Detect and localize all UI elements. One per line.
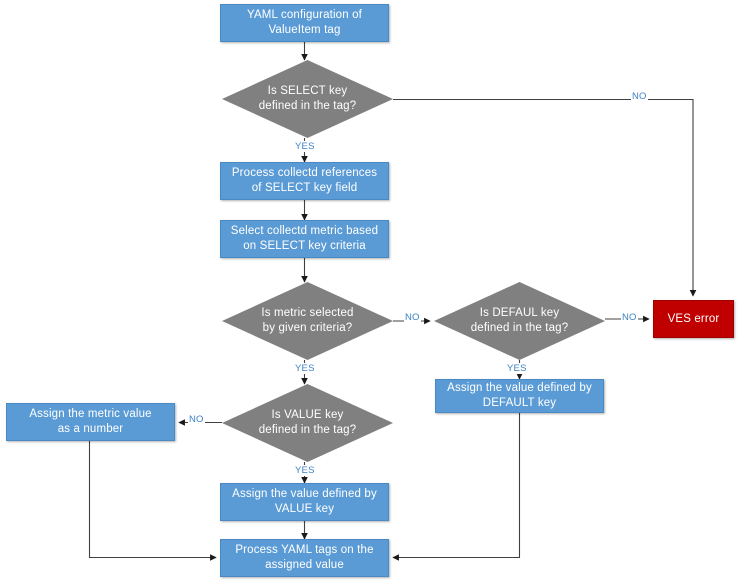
diamond-shape [222, 60, 393, 138]
node-is-select-key[interactable]: Is SELECT key defined in the tag? [222, 60, 393, 138]
node-is-metric-selected-label: Is metric selected by given criteria? [261, 307, 354, 334]
edge-label-select-yes: YES [294, 141, 316, 152]
node-start[interactable]: YAML configuration of ValueItem tag [220, 4, 389, 42]
edge-label-value-yes: YES [294, 465, 316, 476]
edge-is-select-no [393, 98, 697, 297]
edge-label-select-no: NO [631, 91, 648, 102]
node-assign-metric-value-as-number[interactable]: Assign the metric value as a number [6, 403, 175, 441]
node-ves-error-label: VES error [667, 312, 720, 325]
node-is-value-key-label: Is VALUE key defined in the tag? [258, 409, 357, 436]
edge-label-default-yes: YES [506, 363, 528, 374]
node-is-default-key[interactable]: Is DEFAUL key defined in the tag? [434, 282, 605, 360]
node-is-metric-selected[interactable]: Is metric selected by given criteria? [222, 282, 393, 360]
node-is-value-key[interactable]: Is VALUE key defined in the tag? [222, 384, 393, 462]
node-select-collectd-metric-label: Select collectd metric based on SELECT k… [230, 225, 379, 252]
edge-assign-default-to-process-yaml [392, 413, 521, 561]
diamond-shape [434, 282, 605, 360]
node-assign-value-key-label: Assign the value defined by VALUE key [232, 488, 377, 515]
edge-label-default-no: NO [621, 312, 638, 323]
node-process-collectd-references-label: Process collectd references of SELECT ke… [231, 167, 378, 194]
node-select-collectd-metric[interactable]: Select collectd metric based on SELECT k… [220, 220, 389, 258]
node-ves-error[interactable]: VES error [653, 300, 734, 338]
diamond-shape [222, 282, 393, 360]
node-start-label: YAML configuration of ValueItem tag [246, 9, 363, 36]
node-assign-default-value[interactable]: Assign the value defined by DEFAULT key [435, 379, 604, 413]
node-assign-default-value-label: Assign the value defined by DEFAULT key [447, 382, 592, 409]
edge-label-metric-yes: YES [294, 363, 316, 374]
edge-label-value-no: NO [188, 414, 205, 425]
node-process-yaml-tags-label: Process YAML tags on the assigned value [235, 544, 374, 571]
edge-label-metric-no: NO [404, 312, 421, 323]
node-process-yaml-tags[interactable]: Process YAML tags on the assigned value [220, 539, 389, 577]
node-assign-value-key[interactable]: Assign the value defined by VALUE key [220, 483, 389, 521]
node-is-default-key-label: Is DEFAUL key defined in the tag? [470, 307, 569, 334]
diamond-shape [222, 384, 393, 462]
node-assign-metric-value-as-number-label: Assign the metric value as a number [29, 408, 152, 435]
edge-assign-number-to-process-yaml [88, 441, 217, 561]
node-is-select-key-label: Is SELECT key defined in the tag? [258, 85, 357, 112]
node-process-collectd-references[interactable]: Process collectd references of SELECT ke… [220, 162, 389, 200]
